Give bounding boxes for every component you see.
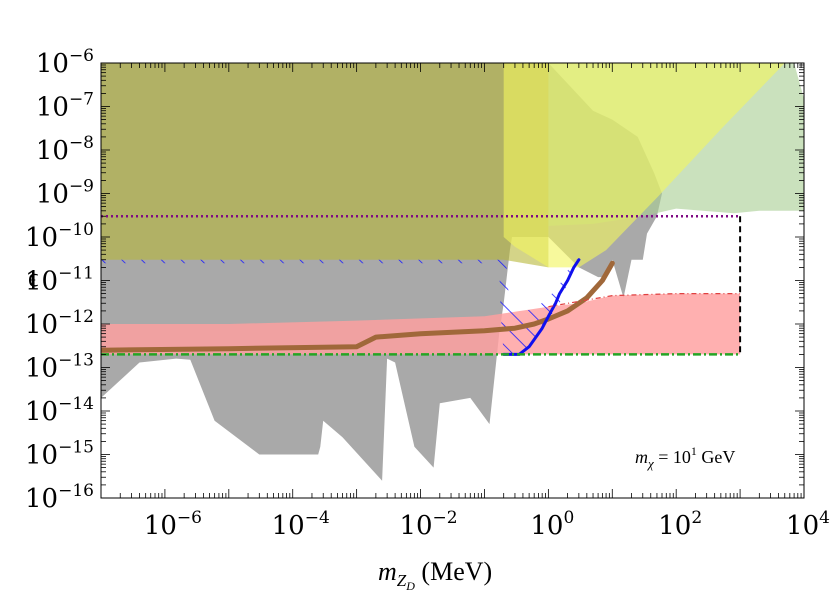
x-tick-label-exponent: 2: [691, 508, 702, 528]
y-tick-label: 10−12: [25, 307, 94, 340]
annotation-exp: 1: [691, 444, 697, 458]
y-tick-label-base: 10: [36, 136, 69, 166]
red-dashdot-line: [548, 293, 741, 308]
y-tick-label-exponent: −6: [69, 46, 94, 66]
x-tick-label-exponent: −2: [433, 508, 458, 528]
x-tick-label-exponent: 4: [819, 508, 830, 528]
annotation-mid: = 10: [654, 447, 691, 467]
x-tick-label: 102: [658, 508, 702, 541]
x-tick-label-exponent: −4: [305, 508, 330, 528]
y-tick-label-base: 10: [36, 49, 69, 79]
x-tick-label: 104: [786, 508, 830, 541]
y-tick-label-exponent: −13: [58, 351, 94, 371]
y-axis-label: ϵ: [28, 263, 39, 292]
y-tick-label-base: 10: [25, 354, 58, 384]
x-tick-label-exponent: 0: [563, 508, 574, 528]
x-tick-label-base: 10: [658, 511, 691, 541]
x-tick-label: 10−4: [272, 508, 330, 541]
y-tick-label-exponent: −16: [58, 481, 94, 501]
y-tick-label-exponent: −9: [69, 177, 94, 197]
x-tick-label: 100: [530, 508, 574, 541]
y-tick-label-exponent: −10: [58, 220, 94, 240]
y-tick-label-base: 10: [25, 310, 58, 340]
mass-annotation: mχ = 101 GeV: [635, 444, 735, 471]
x-axis-label-subsub: D: [405, 579, 415, 593]
y-tick-label: 10−11: [25, 264, 94, 297]
x-tick-label-base: 10: [144, 511, 177, 541]
y-tick-label: 10−10: [25, 220, 94, 253]
y-tick-label: 10−7: [36, 90, 94, 123]
x-axis-label-unit: (MeV): [415, 557, 492, 586]
red-region-region: [101, 293, 741, 355]
x-tick-label: 10−6: [144, 508, 202, 541]
y-tick-label-exponent: −7: [69, 90, 94, 110]
yellow-constraint-region: [503, 63, 785, 268]
annotation-prefix: m: [635, 447, 648, 467]
y-tick-label-base: 10: [25, 223, 58, 253]
y-tick-label: 10−8: [36, 133, 94, 166]
line-layer: [101, 214, 742, 356]
y-tick-label-exponent: −8: [69, 133, 94, 153]
y-tick-label: 10−13: [25, 351, 94, 384]
y-tick-label-exponent: −14: [58, 394, 94, 414]
x-axis-label-main: m: [378, 557, 397, 586]
x-tick-label: 10−2: [399, 508, 457, 541]
y-tick-label-exponent: −11: [58, 264, 94, 284]
y-tick-label: 10−14: [25, 394, 94, 427]
y-tick-label: 10−16: [25, 481, 94, 514]
x-tick-label-base: 10: [399, 511, 432, 541]
tick-layer: [100, 62, 805, 499]
y-tick-label-base: 10: [25, 484, 58, 514]
x-axis-label: mZD (MeV): [378, 557, 492, 593]
y-tick-label-base: 10: [36, 180, 69, 210]
x-tick-label-base: 10: [272, 511, 305, 541]
annotation-suffix: GeV: [697, 447, 736, 467]
y-tick-label-exponent: −12: [58, 307, 94, 327]
y-tick-label: 10−15: [25, 438, 94, 471]
y-tick-label-exponent: −15: [58, 438, 94, 458]
x-tick-label-base: 10: [786, 511, 819, 541]
x-tick-label-base: 10: [530, 511, 563, 541]
x-axis-label-sub: Z: [397, 571, 407, 590]
region-layer: [101, 63, 804, 481]
y-tick-label: 10−6: [36, 46, 94, 79]
y-tick-label: 10−9: [36, 177, 94, 210]
x-tick-label-exponent: −6: [177, 508, 202, 528]
y-tick-label-base: 10: [25, 441, 58, 471]
y-tick-label-base: 10: [25, 267, 58, 297]
olive-constraint-region: [101, 63, 549, 268]
y-tick-label-base: 10: [36, 93, 69, 123]
brown-curve: [101, 260, 615, 353]
annotation-sub: χ: [646, 456, 654, 471]
y-tick-label-base: 10: [25, 397, 58, 427]
blue-outline-curve: [502, 258, 581, 356]
plot-area: [101, 63, 804, 481]
